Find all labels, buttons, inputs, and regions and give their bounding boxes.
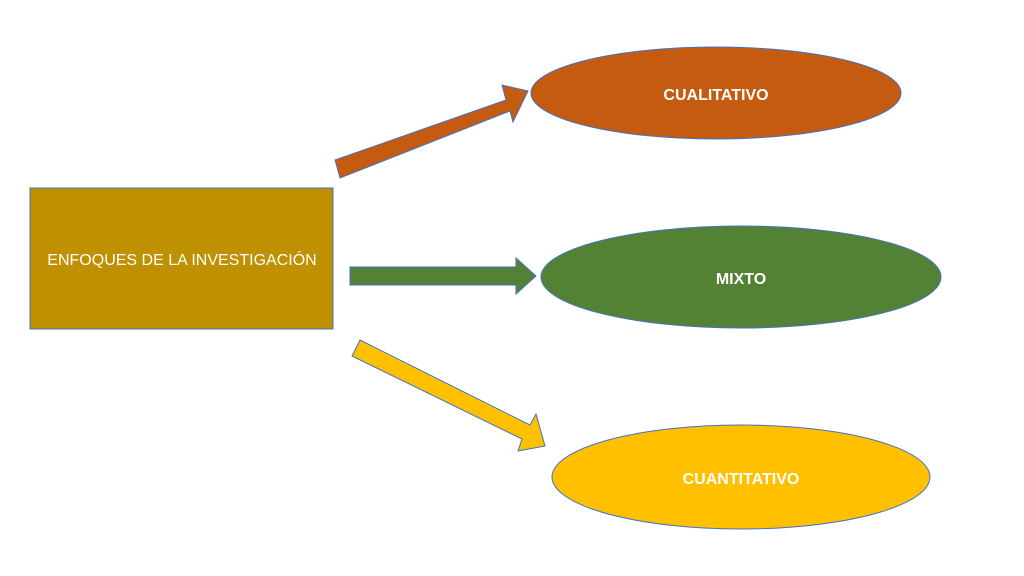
arrow-to-mixto — [349, 256, 537, 296]
mixto-ellipse — [540, 225, 942, 329]
cuantitativo-ellipse — [551, 424, 931, 530]
cuantitativo-label: CUANTITATIVO — [683, 471, 800, 488]
branch-cuantitativo: CUANTITATIVO — [551, 424, 931, 530]
cualitativo-ellipse — [530, 46, 902, 140]
root-box — [29, 187, 334, 330]
mixto-label: MIXTO — [716, 271, 766, 288]
arrow-to-cuantitativo — [351, 339, 546, 452]
cualitativo-label: CUALITATIVO — [663, 87, 768, 104]
root-label: ENFOQUES DE LA INVESTIGACIÓN — [47, 250, 316, 269]
branch-mixto: MIXTO — [540, 225, 942, 329]
root-node: ENFOQUES DE LA INVESTIGACIÓN — [29, 187, 334, 330]
branch-cualitativo: CUALITATIVO — [530, 46, 902, 140]
arrow-to-cualitativo — [334, 84, 529, 179]
